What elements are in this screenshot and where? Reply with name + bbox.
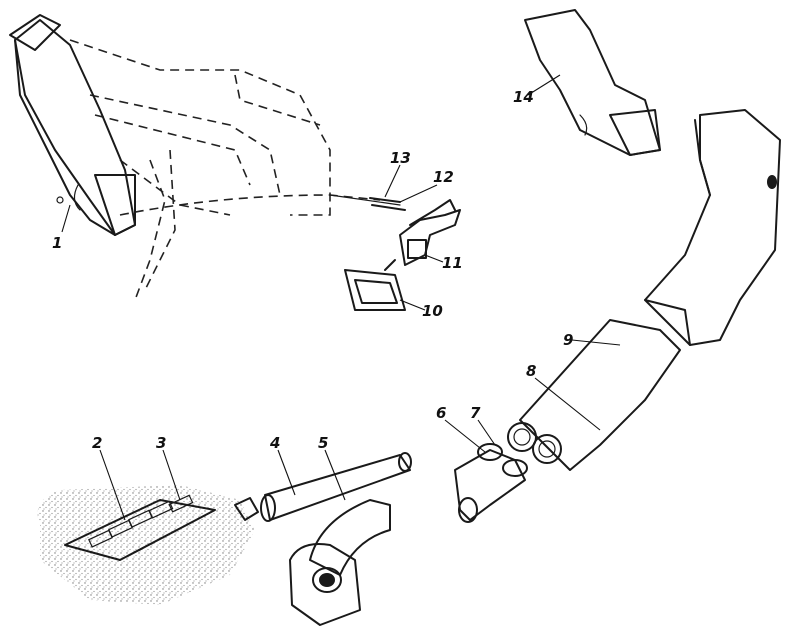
part-6-7-hoses: [454, 443, 528, 523]
callout-4: 4: [269, 434, 280, 452]
leader-lines: [61, 74, 621, 521]
callout-9: 9: [563, 331, 573, 349]
part-2-3-floor-grille: [37, 485, 259, 605]
part-9-central-duct: [519, 109, 781, 471]
part-5-elbow-hose: [289, 499, 391, 626]
callout-10: 10: [422, 302, 443, 320]
callout-14: 14: [513, 88, 534, 106]
part-14-right-duct: [524, 9, 661, 156]
part-11-13-control-mechanism: [329, 194, 461, 271]
callout-labels: 1 2 3 4 5 6 7 8 9 10 11 12 13 14: [52, 88, 573, 452]
callout-12: 12: [433, 168, 454, 186]
part-1-left-duct: [9, 14, 136, 236]
callout-11: 11: [442, 254, 463, 272]
callout-5: 5: [318, 434, 328, 452]
callout-6: 6: [436, 404, 446, 422]
part-10-frame: [344, 269, 406, 311]
callout-13: 13: [390, 149, 411, 167]
callout-1: 1: [52, 234, 62, 252]
callout-8: 8: [526, 362, 536, 380]
callout-7: 7: [470, 404, 481, 422]
part-8-outlet-pipes: [507, 422, 562, 464]
callout-3: 3: [156, 434, 166, 452]
part-4-hose: [260, 452, 412, 522]
phantom-dashboard-outline: [69, 39, 381, 301]
callout-2: 2: [92, 434, 102, 452]
